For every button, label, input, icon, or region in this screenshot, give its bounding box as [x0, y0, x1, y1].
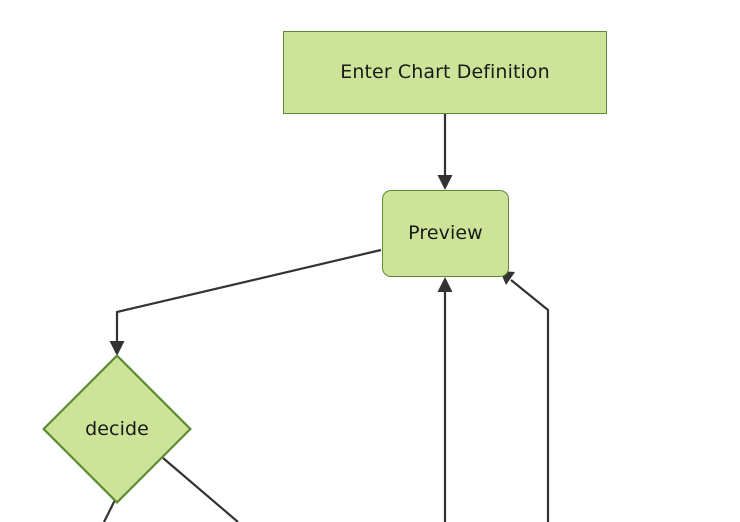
diamond-shape	[42, 354, 192, 504]
node-label-decide: decide	[85, 417, 149, 440]
edge-into-preview-bottom-right	[500, 271, 550, 522]
edge-preview-to-decide	[109, 248, 382, 356]
edge-enter-to-preview	[437, 114, 453, 190]
edge-into-preview-bottom-center	[437, 277, 453, 522]
node-label-enter-chart-definition: Enter Chart Definition	[340, 61, 550, 83]
node-label-preview: Preview	[408, 222, 483, 244]
node-preview[interactable]: Preview	[382, 190, 509, 277]
node-enter-chart-definition[interactable]: Enter Chart Definition	[283, 31, 607, 114]
node-decide[interactable]: decide	[42, 354, 192, 504]
